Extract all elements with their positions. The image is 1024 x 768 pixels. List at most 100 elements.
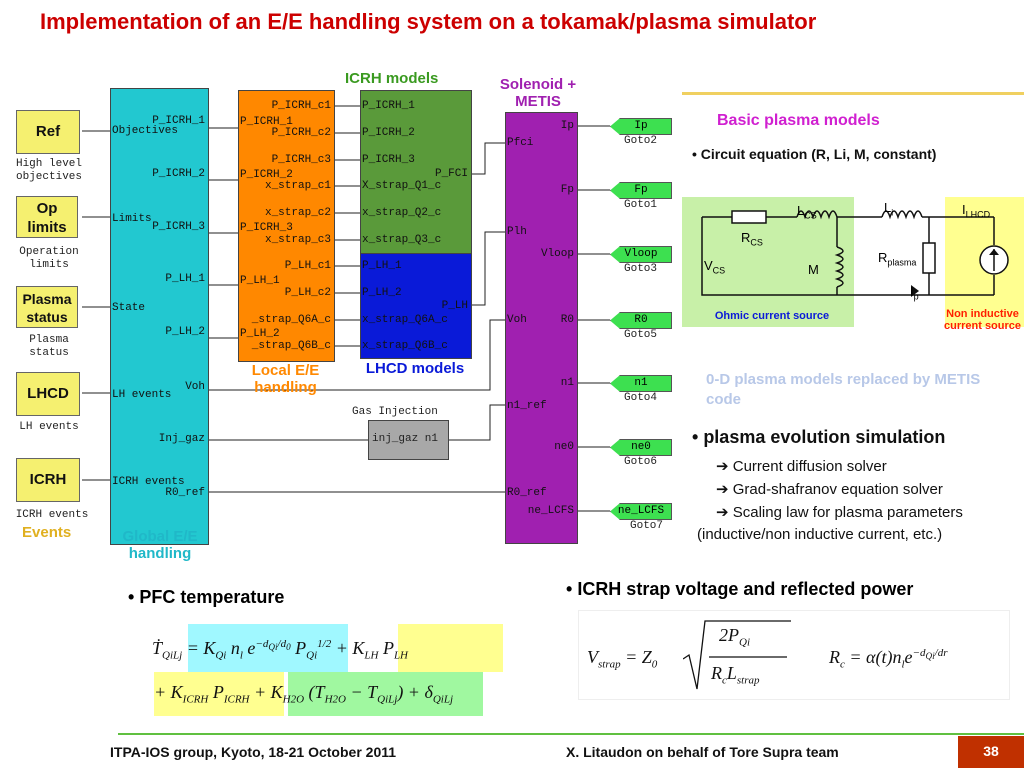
pfc-term-lh: [398, 624, 503, 672]
gas-injection-block[interactable]: inj_gaz n1: [368, 420, 449, 460]
goto-name: Goto6: [624, 456, 658, 468]
metis-in-port: n1_ref: [507, 400, 547, 412]
global-in-port: Limits: [112, 213, 152, 225]
icrh-strap-title: • ICRH strap voltage and reflected power: [566, 579, 914, 599]
pfc-term-qi: [188, 624, 348, 672]
evolution-item-text: Scaling law for plasma parameters: [732, 504, 963, 521]
local-ee-label: Local E/E handling: [251, 362, 320, 396]
global-in-port: State: [112, 302, 146, 314]
vstrap-numerator: 2PQi: [719, 625, 750, 649]
evolution-item: ➔ Grad-shafranov equation solver: [716, 481, 943, 498]
metis-out-port: Vloop: [540, 248, 574, 260]
metis-block[interactable]: [505, 112, 578, 544]
gas-injection-title: Gas Injection: [352, 406, 438, 418]
goto-name: Goto3: [624, 263, 658, 275]
op-limits-caption: Operation limits: [4, 246, 94, 272]
goto-tag[interactable]: n1: [610, 375, 672, 392]
local-ee-block[interactable]: [238, 90, 335, 362]
icrh-strap-title-text: ICRH strap voltage and reflected power: [577, 579, 914, 599]
pfc-equation-row2: + KICRH PICRH + KH2O (TH2O − TQiLj) + δQ…: [148, 672, 548, 716]
plasma-status-input-block[interactable]: Plasma status: [16, 286, 78, 328]
op-limits-caption-line1: Operation: [19, 246, 79, 258]
goto-tag[interactable]: Ip: [610, 118, 672, 135]
lhcd-input-block[interactable]: LHCD: [16, 372, 80, 416]
icrh-events-caption: ICRH events: [15, 509, 89, 521]
metis-out-port: n1: [560, 377, 574, 389]
goto-name: Goto2: [624, 135, 658, 147]
ref-caption-line1: High level: [15, 158, 82, 170]
ref-input-block[interactable]: Ref: [16, 110, 80, 154]
rplasma-main: R: [878, 250, 888, 265]
global-out-port: R0_ref: [165, 487, 205, 499]
global-ee-label: Global E/E handling: [122, 528, 198, 562]
local-in-port: P_LH_1: [240, 275, 280, 287]
metis-in-port: R0_ref: [507, 487, 547, 499]
global-ee-block[interactable]: [110, 88, 209, 545]
mutual-m-label: M: [808, 262, 819, 277]
goto-name: Goto4: [624, 392, 658, 404]
sqrt-sign: [683, 620, 791, 690]
goto-tag[interactable]: ne_LCFS: [610, 503, 672, 520]
gas-injection-port: inj_gaz n1: [372, 433, 439, 445]
local-in-port: P_ICRH_2: [240, 169, 293, 181]
ilhcd-sub: LHCD: [965, 209, 991, 220]
icrh-input-block[interactable]: ICRH: [16, 458, 80, 502]
lcs-sub: CS: [804, 210, 817, 221]
global-in-port: ICRH events: [112, 476, 185, 488]
goto-name: Goto7: [630, 520, 664, 532]
evolution-title-text: plasma evolution simulation: [703, 427, 946, 447]
global-out-port: P_LH_2: [165, 326, 205, 338]
lhcd-in-port: x_strap_Q6A_c: [362, 314, 448, 326]
page-title: Implementation of an E/E handling system…: [40, 9, 817, 34]
goto-name: Goto5: [624, 329, 658, 341]
goto-tag[interactable]: Vloop: [610, 246, 672, 263]
lhcd-out-port: P_LH: [441, 300, 468, 312]
icrh-models-block[interactable]: [360, 90, 472, 255]
pfc-eq-line1: ṪQiLj = KQi nl e−dQi/d0 PQi1/2 + KLH PLH: [152, 638, 408, 662]
goto-name: Goto1: [624, 199, 658, 211]
local-out-port: x_strap_c3: [264, 234, 331, 246]
vstrap-denominator: RcLstrap: [711, 663, 760, 687]
icrh-in-port: P_ICRH_2: [362, 127, 415, 139]
metis-out-port: ne_LCFS: [527, 505, 574, 517]
op-limits-input-block[interactable]: Op limits: [16, 196, 78, 238]
pfc-title: • PFC temperature: [128, 587, 285, 607]
ref-caption-line2: objectives: [15, 171, 82, 183]
goto-tag[interactable]: ne0: [610, 439, 672, 456]
goto-tag[interactable]: R0: [610, 312, 672, 329]
ilhcd-main: I: [962, 202, 966, 217]
global-out-port: P_LH_1: [165, 273, 205, 285]
plasma-status-caption: Plasma status: [4, 334, 94, 360]
ip-sub: p: [913, 291, 919, 302]
li-sub: i: [891, 207, 894, 218]
vstrap-eq: Vstrap = Z0: [587, 647, 658, 671]
global-out-port: P_ICRH_1: [152, 115, 205, 127]
global-in-port: Objectives: [112, 125, 179, 137]
local-out-port: _strap_Q6A_c: [251, 314, 331, 326]
vcs-main: V: [704, 258, 713, 273]
footer-right: X. Litaudon on behalf of Tore Supra team: [566, 744, 839, 760]
icrh-in-port: x_strap_Q3_c: [362, 234, 442, 246]
local-in-port: P_ICRH_3: [240, 222, 293, 234]
events-label: Events: [22, 524, 72, 541]
metis-out-port: Fp: [560, 184, 574, 196]
local-in-port: P_LH_2: [240, 328, 280, 340]
global-out-port: Inj_gaz: [158, 433, 205, 445]
metis-out-port: Ip: [560, 120, 574, 132]
local-out-port: x_strap_c1: [264, 180, 331, 192]
rplasma-label: Rplasma: [878, 250, 916, 268]
global-out-port: P_ICRH_2: [152, 168, 205, 180]
rplasma-sub: plasma: [887, 257, 917, 268]
icrh-in-port: P_ICRH_3: [362, 154, 415, 166]
lhcd-models-block[interactable]: [360, 253, 472, 359]
icrh-strap-equations: Vstrap = Z0 2PQi RcLstrap Rc = α(t)nle−d…: [578, 610, 1010, 700]
goto-tag[interactable]: Fp: [610, 182, 672, 199]
local-out-port: P_ICRH_c3: [271, 154, 331, 166]
rcs-label: RCS: [741, 230, 763, 248]
global-out-port: P_ICRH_3: [152, 221, 205, 233]
op-limits-label: Op limits: [27, 200, 67, 236]
footer-divider: [118, 733, 1024, 735]
plasma-status-label: Plasma status: [22, 291, 72, 325]
icrh-in-port: x_strap_Q2_c: [362, 207, 442, 219]
